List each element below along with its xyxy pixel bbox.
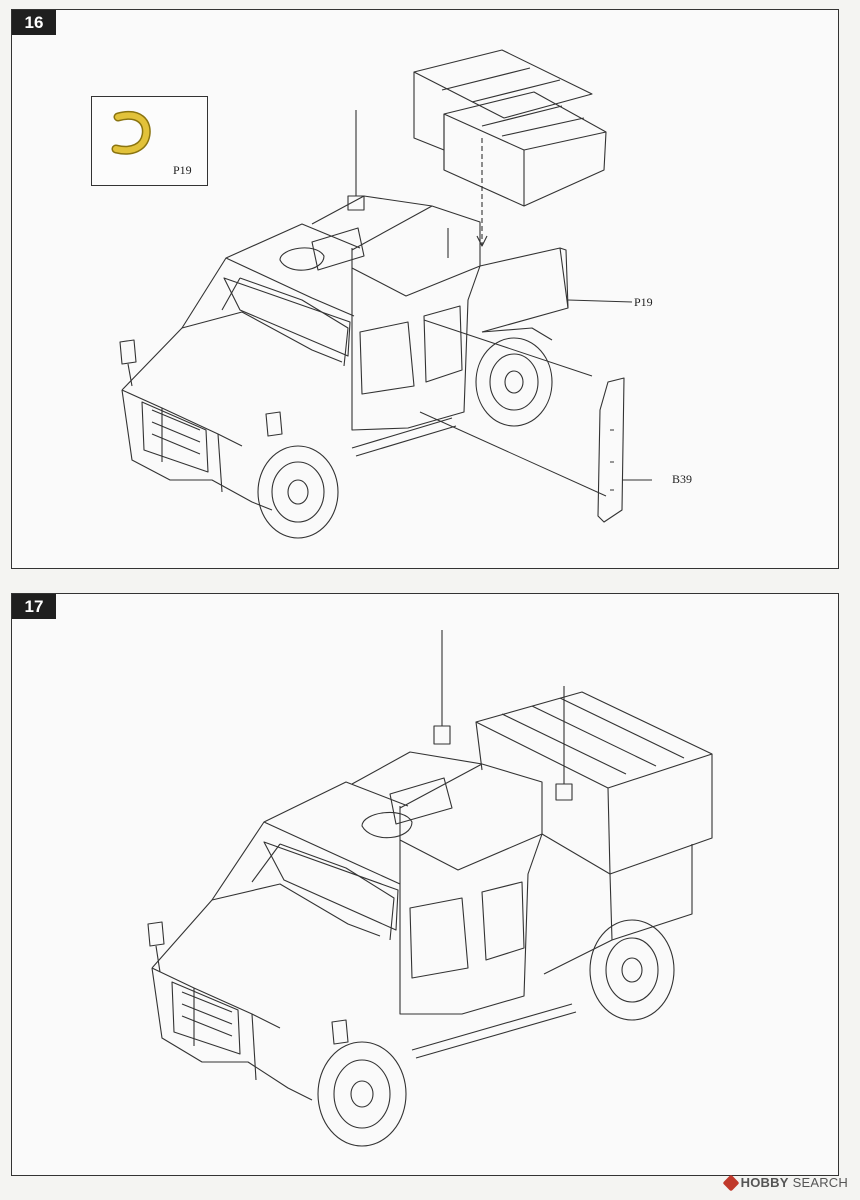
vehicle-assembly-drawing [119,49,652,539]
part-callout-box: P19 [91,96,208,186]
part-label-p19-roof: P19 [634,295,653,309]
watermark-suffix: SEARCH [792,1175,848,1190]
roof-cover-part [413,49,593,119]
step-number-badge: 17 [12,594,56,619]
step-17-panel: 17 [11,593,839,1176]
hook-part-icon [111,111,151,155]
part-label-b39: B39 [672,472,693,486]
step-16-panel: 16 P19 [11,9,839,569]
watermark-brand: HOBBY [740,1175,789,1190]
vehicle-completed-drawing [147,630,713,1147]
step-number-badge: 16 [12,10,56,35]
side-panel-part [597,377,625,523]
hobby-search-watermark: HOBBY SEARCH [722,1174,848,1191]
hobby-search-logo-icon [722,1174,740,1191]
part-label-p19: P19 [173,163,192,177]
